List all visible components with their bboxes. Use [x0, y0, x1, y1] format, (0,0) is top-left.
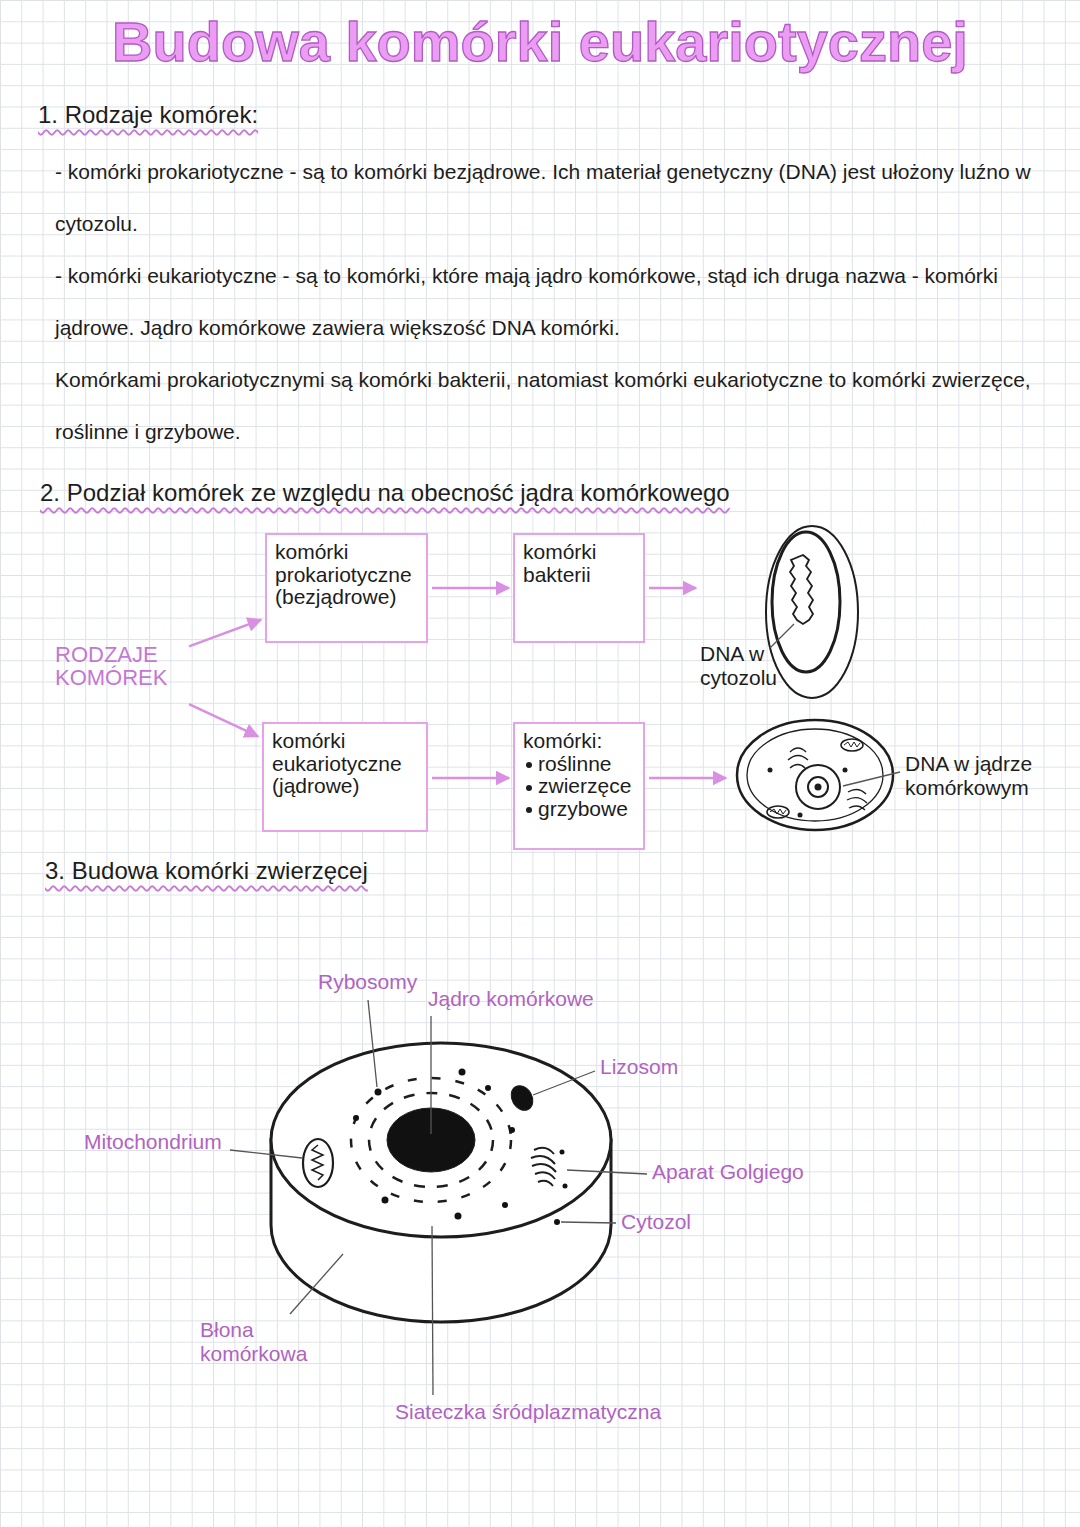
part-label: Aparat Golgiego	[652, 1160, 852, 1184]
part-label: Cytozol	[621, 1210, 731, 1234]
leader-line	[430, 1016, 431, 1134]
mitochondrion-crista	[844, 742, 860, 747]
section-heading: 1. Rodzaje komórek:	[38, 98, 458, 132]
cell-outline	[737, 720, 893, 830]
node-text: komórki:	[523, 730, 635, 753]
part-label: Siateczka śródplazmatyczna	[395, 1400, 735, 1424]
golgi-apparatus	[531, 1148, 556, 1186]
mitochondrion-crista	[312, 1145, 323, 1180]
list-item: zwierzęce	[523, 775, 635, 798]
leader-line	[290, 1254, 343, 1314]
arrow-connector	[189, 704, 258, 736]
cell-membrane	[271, 1043, 611, 1237]
process-box: komórki bakterii	[513, 533, 645, 643]
endoplasmic-reticulum	[788, 748, 808, 768]
ribosome	[485, 1085, 491, 1091]
part-label: Rybosomy	[318, 970, 438, 994]
ribosome	[843, 768, 848, 773]
part-label: Lizosom	[600, 1055, 720, 1079]
golgi-vesicle	[560, 1150, 565, 1155]
leader-line	[368, 1000, 377, 1087]
ribosome	[459, 1069, 466, 1076]
process-box: komórki prokariotyczne (bezjądrowe)	[265, 533, 428, 643]
paragraph: Komórkami prokariotycznymi są komórki ba…	[55, 354, 1050, 458]
leader-line	[533, 1071, 595, 1095]
node-text: komórki prokariotyczne (bezjądrowe)	[275, 541, 418, 609]
cell-inner-outline	[747, 729, 883, 821]
node-text: komórki eukariotyczne (jądrowe)	[272, 730, 418, 798]
section-heading: 2. Podział komórek ze względu na obecnoś…	[40, 476, 820, 510]
part-label: Mitochondrium	[84, 1130, 234, 1154]
ribosome	[382, 1197, 389, 1204]
nucleolus-core	[815, 784, 822, 791]
leader-line	[432, 1226, 433, 1395]
cell-wall	[766, 526, 858, 698]
node-text: DNA w cytozolu	[700, 642, 800, 689]
process-box: komórki eukariotyczne (jądrowe)	[262, 722, 428, 832]
arrow-connector	[649, 587, 696, 590]
list-item: roślinne	[523, 753, 635, 776]
mitochondrion-crista	[770, 809, 786, 814]
cell-figure: DNA w cytozolu	[700, 520, 868, 705]
node-text: RODZAJE KOMÓREK	[55, 643, 185, 689]
leader-line	[230, 1150, 302, 1158]
leader-line	[567, 1170, 647, 1174]
leader-line	[843, 772, 900, 786]
part-label: Jądro komórkowe	[428, 987, 628, 1011]
list-item: grzybowe	[523, 798, 635, 821]
leader-line	[561, 1222, 616, 1223]
ribosomes	[353, 1069, 560, 1226]
dna-strand	[790, 555, 813, 624]
eukaryotic-cell-figure	[737, 720, 900, 830]
arrow-connector	[649, 777, 726, 780]
ribosome	[455, 1213, 462, 1220]
mitochondrion	[767, 806, 789, 818]
animal-cell-figure	[230, 1000, 647, 1395]
category-label: RODZAJE KOMÓREK	[55, 643, 185, 701]
paragraph-flow: - komórki prokariotyczne - są to komórki…	[55, 146, 1050, 458]
lysosome	[507, 1082, 537, 1115]
nucleolus	[808, 777, 828, 797]
process-box: komórki:roślinnezwierzęcegrzybowe	[513, 722, 645, 850]
ribosome	[353, 1115, 359, 1121]
golgi-vesicle	[563, 1184, 568, 1189]
node-text: komórki bakterii	[523, 541, 635, 586]
ribosome	[509, 1127, 515, 1133]
nucleus	[796, 765, 840, 809]
section-heading: 3. Budowa komórki zwierzęcej	[45, 854, 485, 888]
arrow-connector	[189, 620, 261, 647]
leader-lines	[230, 1000, 647, 1395]
paragraph: - komórki prokariotyczne - są to komórki…	[55, 146, 1050, 250]
node-text: DNA w jądrze komórkowym	[905, 752, 1040, 799]
golgi-apparatus	[847, 789, 867, 810]
leader-line	[770, 624, 794, 648]
ribosome	[768, 768, 773, 773]
cell-figure: DNA w jądrze komórkowym	[730, 712, 1045, 837]
ribosome	[798, 813, 803, 818]
bacterium-figure	[766, 526, 858, 698]
arrow-connector	[432, 777, 509, 780]
ribosome	[375, 1089, 382, 1096]
arrow-connector	[432, 587, 509, 590]
part-label: Błona komórkowa	[200, 1318, 320, 1366]
cell-membrane	[772, 532, 840, 672]
page-title: Budowa komórki eukariotycznej	[0, 8, 1080, 75]
ribosome	[502, 1202, 508, 1208]
mitochondrion	[841, 739, 863, 751]
paragraph: - komórki eukariotyczne - są to komórki,…	[55, 250, 1050, 354]
mitochondrion	[303, 1139, 333, 1187]
ribosome	[554, 1219, 560, 1225]
